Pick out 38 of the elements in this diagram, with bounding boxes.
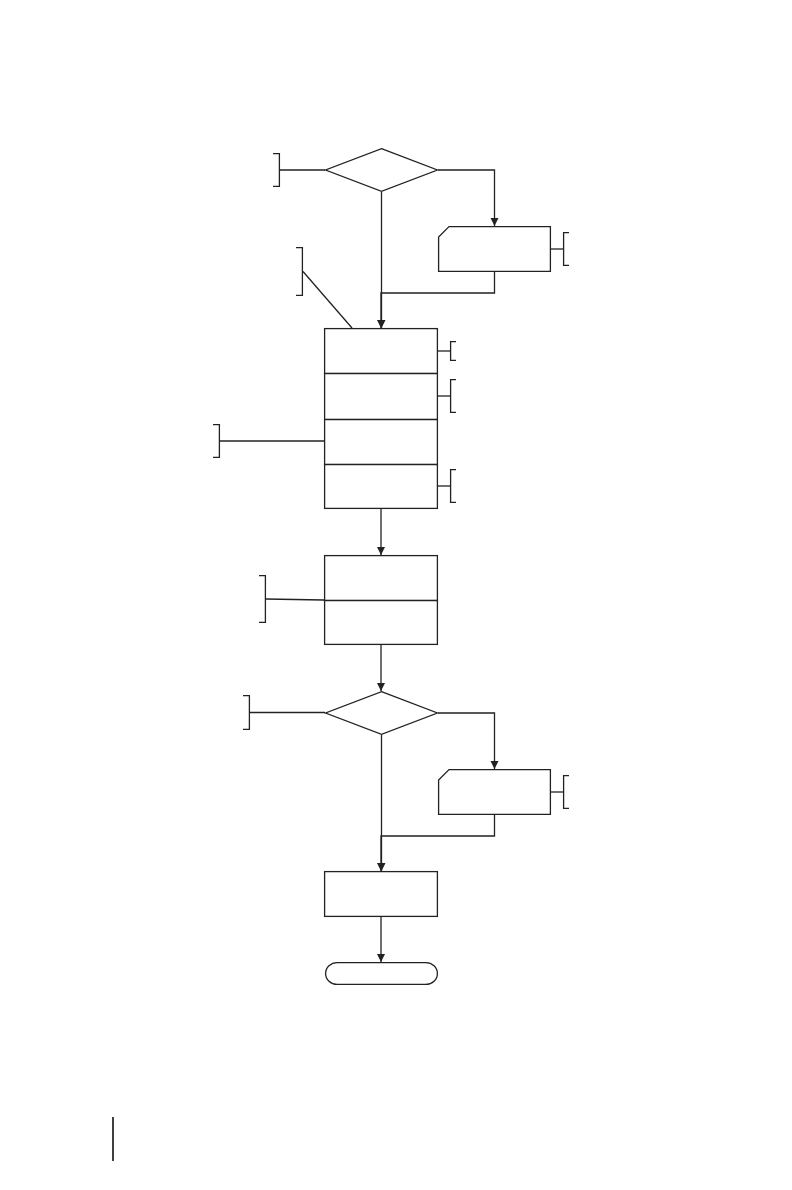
annotation-bracket [273, 153, 280, 187]
process-box [324, 328, 438, 374]
card-box [438, 769, 551, 815]
arrow [437, 712, 499, 770]
arrow [377, 271, 496, 329]
annotation-line [437, 395, 451, 397]
process-box [324, 871, 438, 917]
process-box [324, 464, 438, 509]
annotation-bracket [450, 469, 456, 503]
annotation-line [437, 350, 451, 352]
annotation-line [437, 485, 451, 487]
arrow [377, 508, 385, 556]
annotation-bracket [563, 232, 569, 266]
annotation-line [550, 791, 564, 793]
annotation-bracket [296, 247, 303, 296]
decision-diamond [325, 148, 438, 192]
process-box [324, 419, 438, 465]
annotation-bracket [450, 379, 456, 413]
annotation-line [219, 440, 325, 442]
arrow [377, 916, 385, 963]
terminator-shape [325, 962, 438, 985]
arrow [437, 169, 499, 227]
annotation-bracket [259, 575, 266, 623]
arrow [377, 814, 496, 872]
annotation-line [279, 169, 326, 171]
annotation-bracket [243, 695, 250, 730]
annotation-bracket [213, 424, 220, 458]
process-box [324, 600, 438, 645]
card-box [438, 226, 551, 272]
decision-diamond [325, 691, 438, 735]
annotation-bracket [450, 341, 456, 361]
process-box [324, 555, 438, 601]
annotation-line [249, 711, 326, 714]
arrow [377, 644, 385, 692]
leader-line [302, 270, 353, 329]
annotation-line [550, 248, 564, 250]
process-box [324, 373, 438, 420]
annotation-bracket [563, 775, 569, 809]
